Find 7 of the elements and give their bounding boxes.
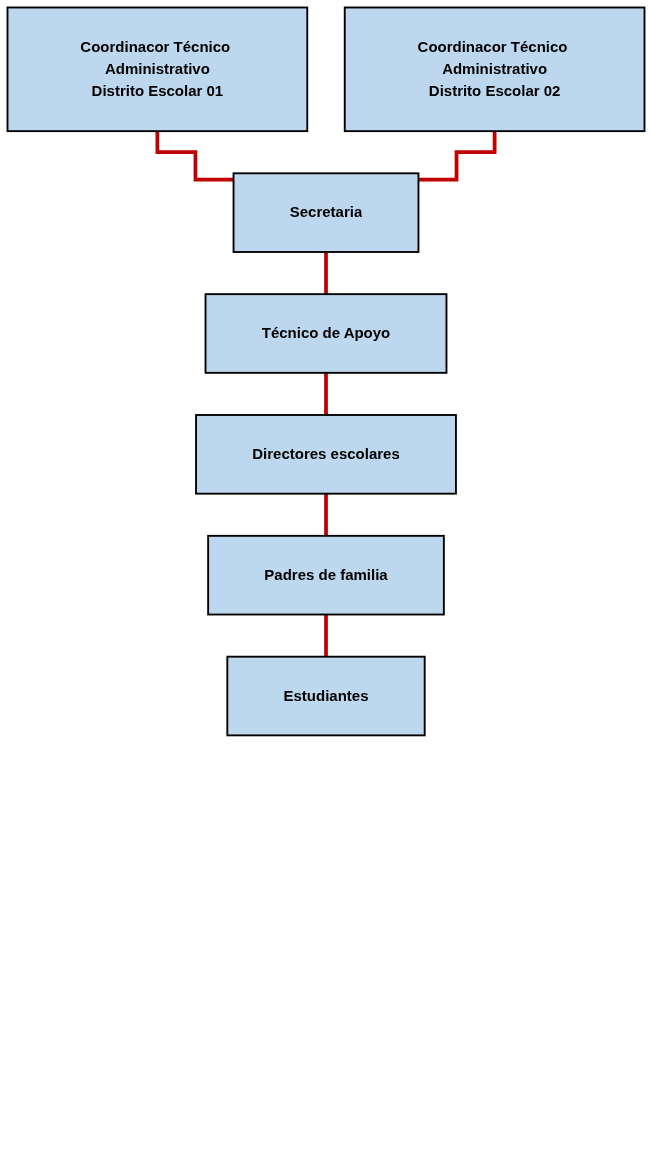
- node-box: Coordinacor Técnico Administrativo Distrito Escolar 01: [6, 6, 309, 133]
- node-box: Padres de familia: [207, 534, 445, 616]
- node-box: Directores escolares: [195, 414, 457, 495]
- node-box: Secretaria: [232, 172, 420, 253]
- node-box: Coordinacor Técnico Administrativo Distrito Escolar 02: [343, 6, 646, 133]
- node-box: Estudiantes: [226, 655, 426, 737]
- node-box: Técnico de Apoyo: [204, 293, 448, 374]
